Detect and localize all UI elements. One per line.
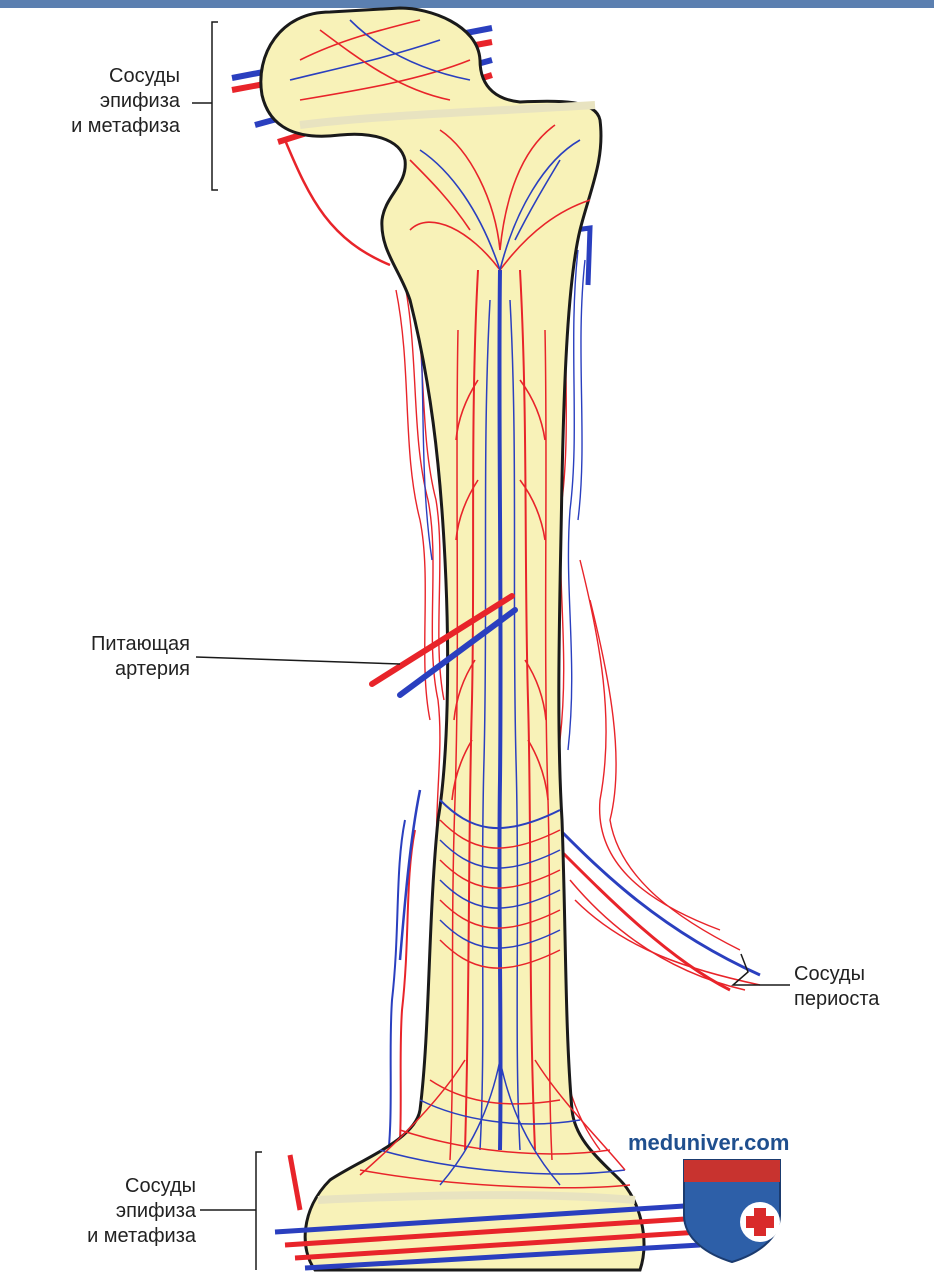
label-periosteum-vessels: Сосуды периоста [794, 962, 934, 1012]
label-epiphysis-vessels-top: Сосуды эпифиза и метафиза [0, 64, 180, 139]
watermark-site: meduniver.com [628, 1130, 789, 1156]
periosteal-network-right [559, 240, 760, 1150]
label-nutrient-artery: Питающая артерия [0, 632, 190, 682]
label-epiphysis-vessels-bottom: Сосуды эпифиза и метафиза [0, 1174, 196, 1249]
